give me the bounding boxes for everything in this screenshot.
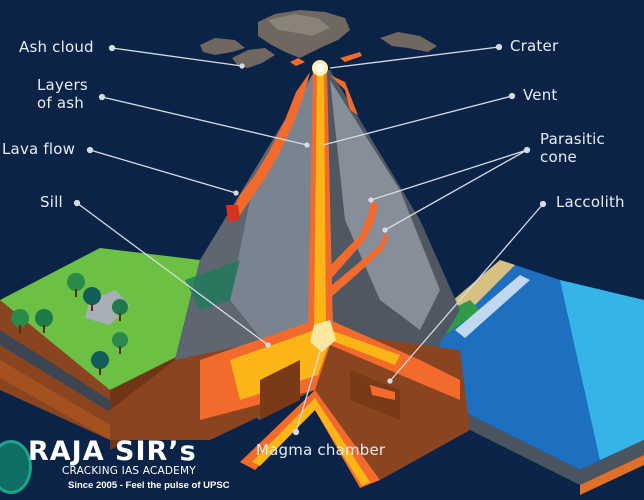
label-layers-of-ash-line1: Layers <box>37 76 88 94</box>
label-layers-of-ash: Layers of ash <box>37 76 88 112</box>
watermark-tagline: Since 2005 - Feel the pulse of UPSC <box>68 480 230 491</box>
right-ocean-block <box>430 260 644 495</box>
main-vent <box>308 60 336 352</box>
leader-lines <box>73 43 547 436</box>
label-parasitic-cone: Parasitic cone <box>540 130 605 166</box>
label-ash-cloud: Ash cloud <box>19 38 94 56</box>
watermark-title: RAJA SIR’s <box>28 436 197 467</box>
label-parasitic-cone-line2: cone <box>540 148 577 166</box>
crust-section <box>110 320 470 488</box>
label-sill: Sill <box>40 193 63 211</box>
academy-watermark: RAJA SIR’s CRACKING IAS ACADEMY Since 20… <box>0 432 234 496</box>
label-magma-chamber: Magma chamber <box>256 441 386 459</box>
label-layers-of-ash-line2: of ash <box>37 94 84 112</box>
label-laccolith: Laccolith <box>556 193 625 211</box>
lava-flow-shape <box>226 52 362 222</box>
label-lava-flow: Lava flow <box>2 140 76 158</box>
label-crater: Crater <box>510 37 559 55</box>
parasitic-conduits <box>326 200 388 298</box>
label-vent: Vent <box>523 86 558 104</box>
trees <box>11 273 128 375</box>
ash-cloud-shape <box>200 10 437 68</box>
watermark-subtitle: CRACKING IAS ACADEMY <box>62 465 196 477</box>
label-parasitic-cone-line1: Parasitic <box>540 130 606 148</box>
